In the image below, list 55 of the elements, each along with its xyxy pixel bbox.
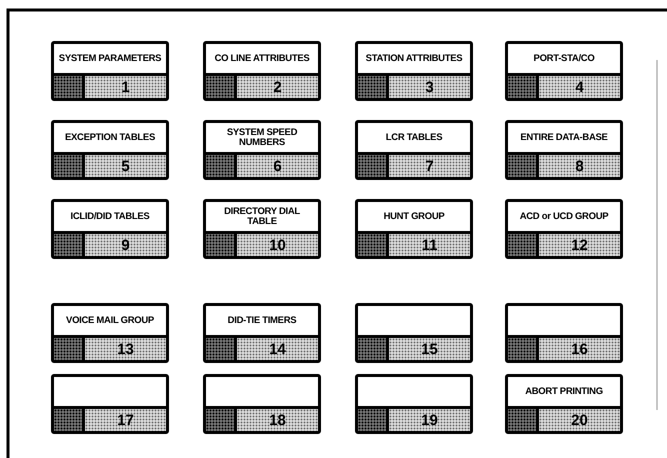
- key-number: 12: [571, 236, 588, 254]
- function-key: [355, 120, 473, 180]
- key-label: DID-TIE TIMERS: [228, 316, 296, 326]
- key-label: ABORT PRINTING: [525, 386, 603, 396]
- function-key: [355, 199, 473, 259]
- key-label: ENTIRE DATA-BASE: [520, 132, 608, 142]
- key-number: 9: [121, 236, 130, 254]
- key-label: STATION ATTRIBUTES: [366, 54, 462, 64]
- key-number: 6: [273, 158, 282, 174]
- key-number: 11: [422, 236, 438, 254]
- function-key: [203, 303, 321, 363]
- key-number: 19: [421, 412, 438, 428]
- function-key: [51, 374, 169, 434]
- key-label: ICLID/DID TABLES: [70, 212, 150, 222]
- key-number: 13: [117, 340, 134, 358]
- function-key: [355, 41, 473, 101]
- key-number: 16: [571, 340, 588, 358]
- key-number: 7: [425, 158, 434, 174]
- function-key: [505, 120, 623, 180]
- key-label: SYSTEM SPEED NUMBERS: [226, 128, 298, 148]
- key-label: EXCEPTION TABLES: [64, 132, 156, 142]
- key-label: ACD or UCD GROUP: [520, 212, 608, 222]
- function-key: [203, 199, 321, 259]
- key-number: 14: [269, 340, 286, 358]
- function-key: [505, 303, 623, 363]
- function-key: [505, 41, 623, 101]
- key-number: 18: [269, 412, 286, 428]
- key-label: PORT-STA/CO: [534, 54, 594, 64]
- function-key: [51, 120, 169, 180]
- key-label: SYSTEM PARAMETERS: [58, 54, 162, 64]
- key-number: 4: [575, 78, 584, 96]
- key-label: DIRECTORY DIAL TABLE: [223, 206, 301, 226]
- key-number: 3: [425, 78, 434, 96]
- key-label: LCR TABLES: [386, 132, 442, 142]
- key-number: 17: [117, 412, 134, 428]
- key-label: CO LINE ATTRIBUTES: [214, 54, 310, 64]
- function-key: [505, 374, 623, 434]
- key-number: 8: [575, 158, 584, 174]
- function-key: [51, 41, 169, 101]
- key-number: 10: [269, 236, 286, 254]
- function-key: [355, 303, 473, 363]
- function-key: [203, 374, 321, 434]
- function-key: [51, 199, 169, 259]
- key-number: 5: [121, 158, 130, 174]
- key-number: 1: [121, 78, 130, 96]
- function-key: [51, 303, 169, 363]
- key-number: 20: [571, 412, 588, 428]
- function-key: [203, 120, 321, 180]
- key-number: 15: [421, 340, 438, 358]
- function-key: [203, 41, 321, 101]
- key-label: VOICE MAIL GROUP: [66, 316, 154, 326]
- function-key: [505, 199, 623, 259]
- function-key: [355, 374, 473, 434]
- key-number: 2: [273, 78, 282, 96]
- key-label: HUNT GROUP: [384, 212, 444, 222]
